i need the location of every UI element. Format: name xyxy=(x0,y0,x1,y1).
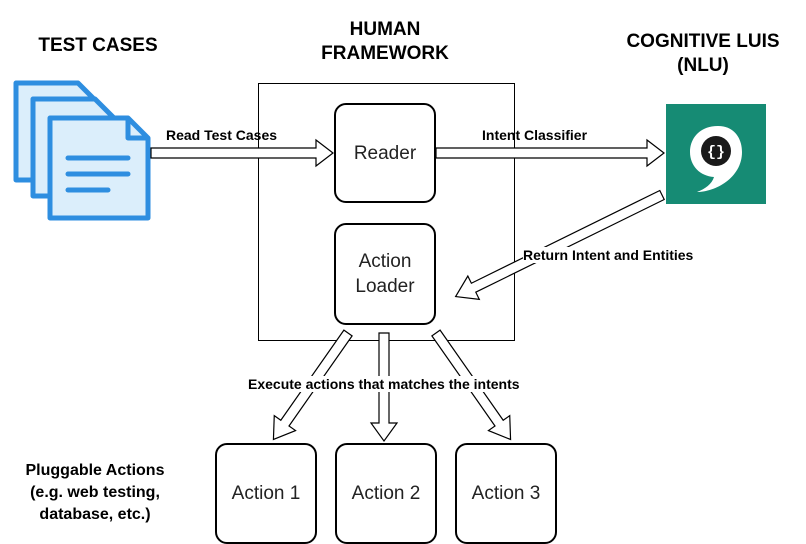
reader-box: Reader xyxy=(334,103,436,203)
action2-box: Action 2 xyxy=(335,443,437,544)
label-return-intent: Return Intent and Entities xyxy=(523,247,694,263)
cognitive-luis-title: COGNITIVE LUIS (NLU) xyxy=(626,31,780,76)
arrow-intent-classifier xyxy=(435,138,665,168)
pluggable-actions-note: Pluggable Actions (e.g. web testing, dat… xyxy=(25,462,165,523)
arrow-read-test-cases xyxy=(150,138,334,168)
label-intent-classifier: Intent Classifier xyxy=(482,127,588,143)
action-loader-box: Action Loader xyxy=(334,223,436,325)
arrow-return-intent xyxy=(454,189,666,301)
action1-box: Action 1 xyxy=(215,443,317,544)
documents-icon xyxy=(13,80,151,221)
action3-box: Action 3 xyxy=(455,443,557,544)
label-execute-actions: Execute actions that matches the intents xyxy=(246,376,522,392)
label-read-test-cases: Read Test Cases xyxy=(166,127,278,143)
luis-icon-glyph: {} xyxy=(707,144,725,161)
test-cases-title: TEST CASES xyxy=(38,35,158,56)
human-framework-title: HUMAN FRAMEWORK xyxy=(321,19,449,64)
luis-icon: {} xyxy=(666,104,766,204)
